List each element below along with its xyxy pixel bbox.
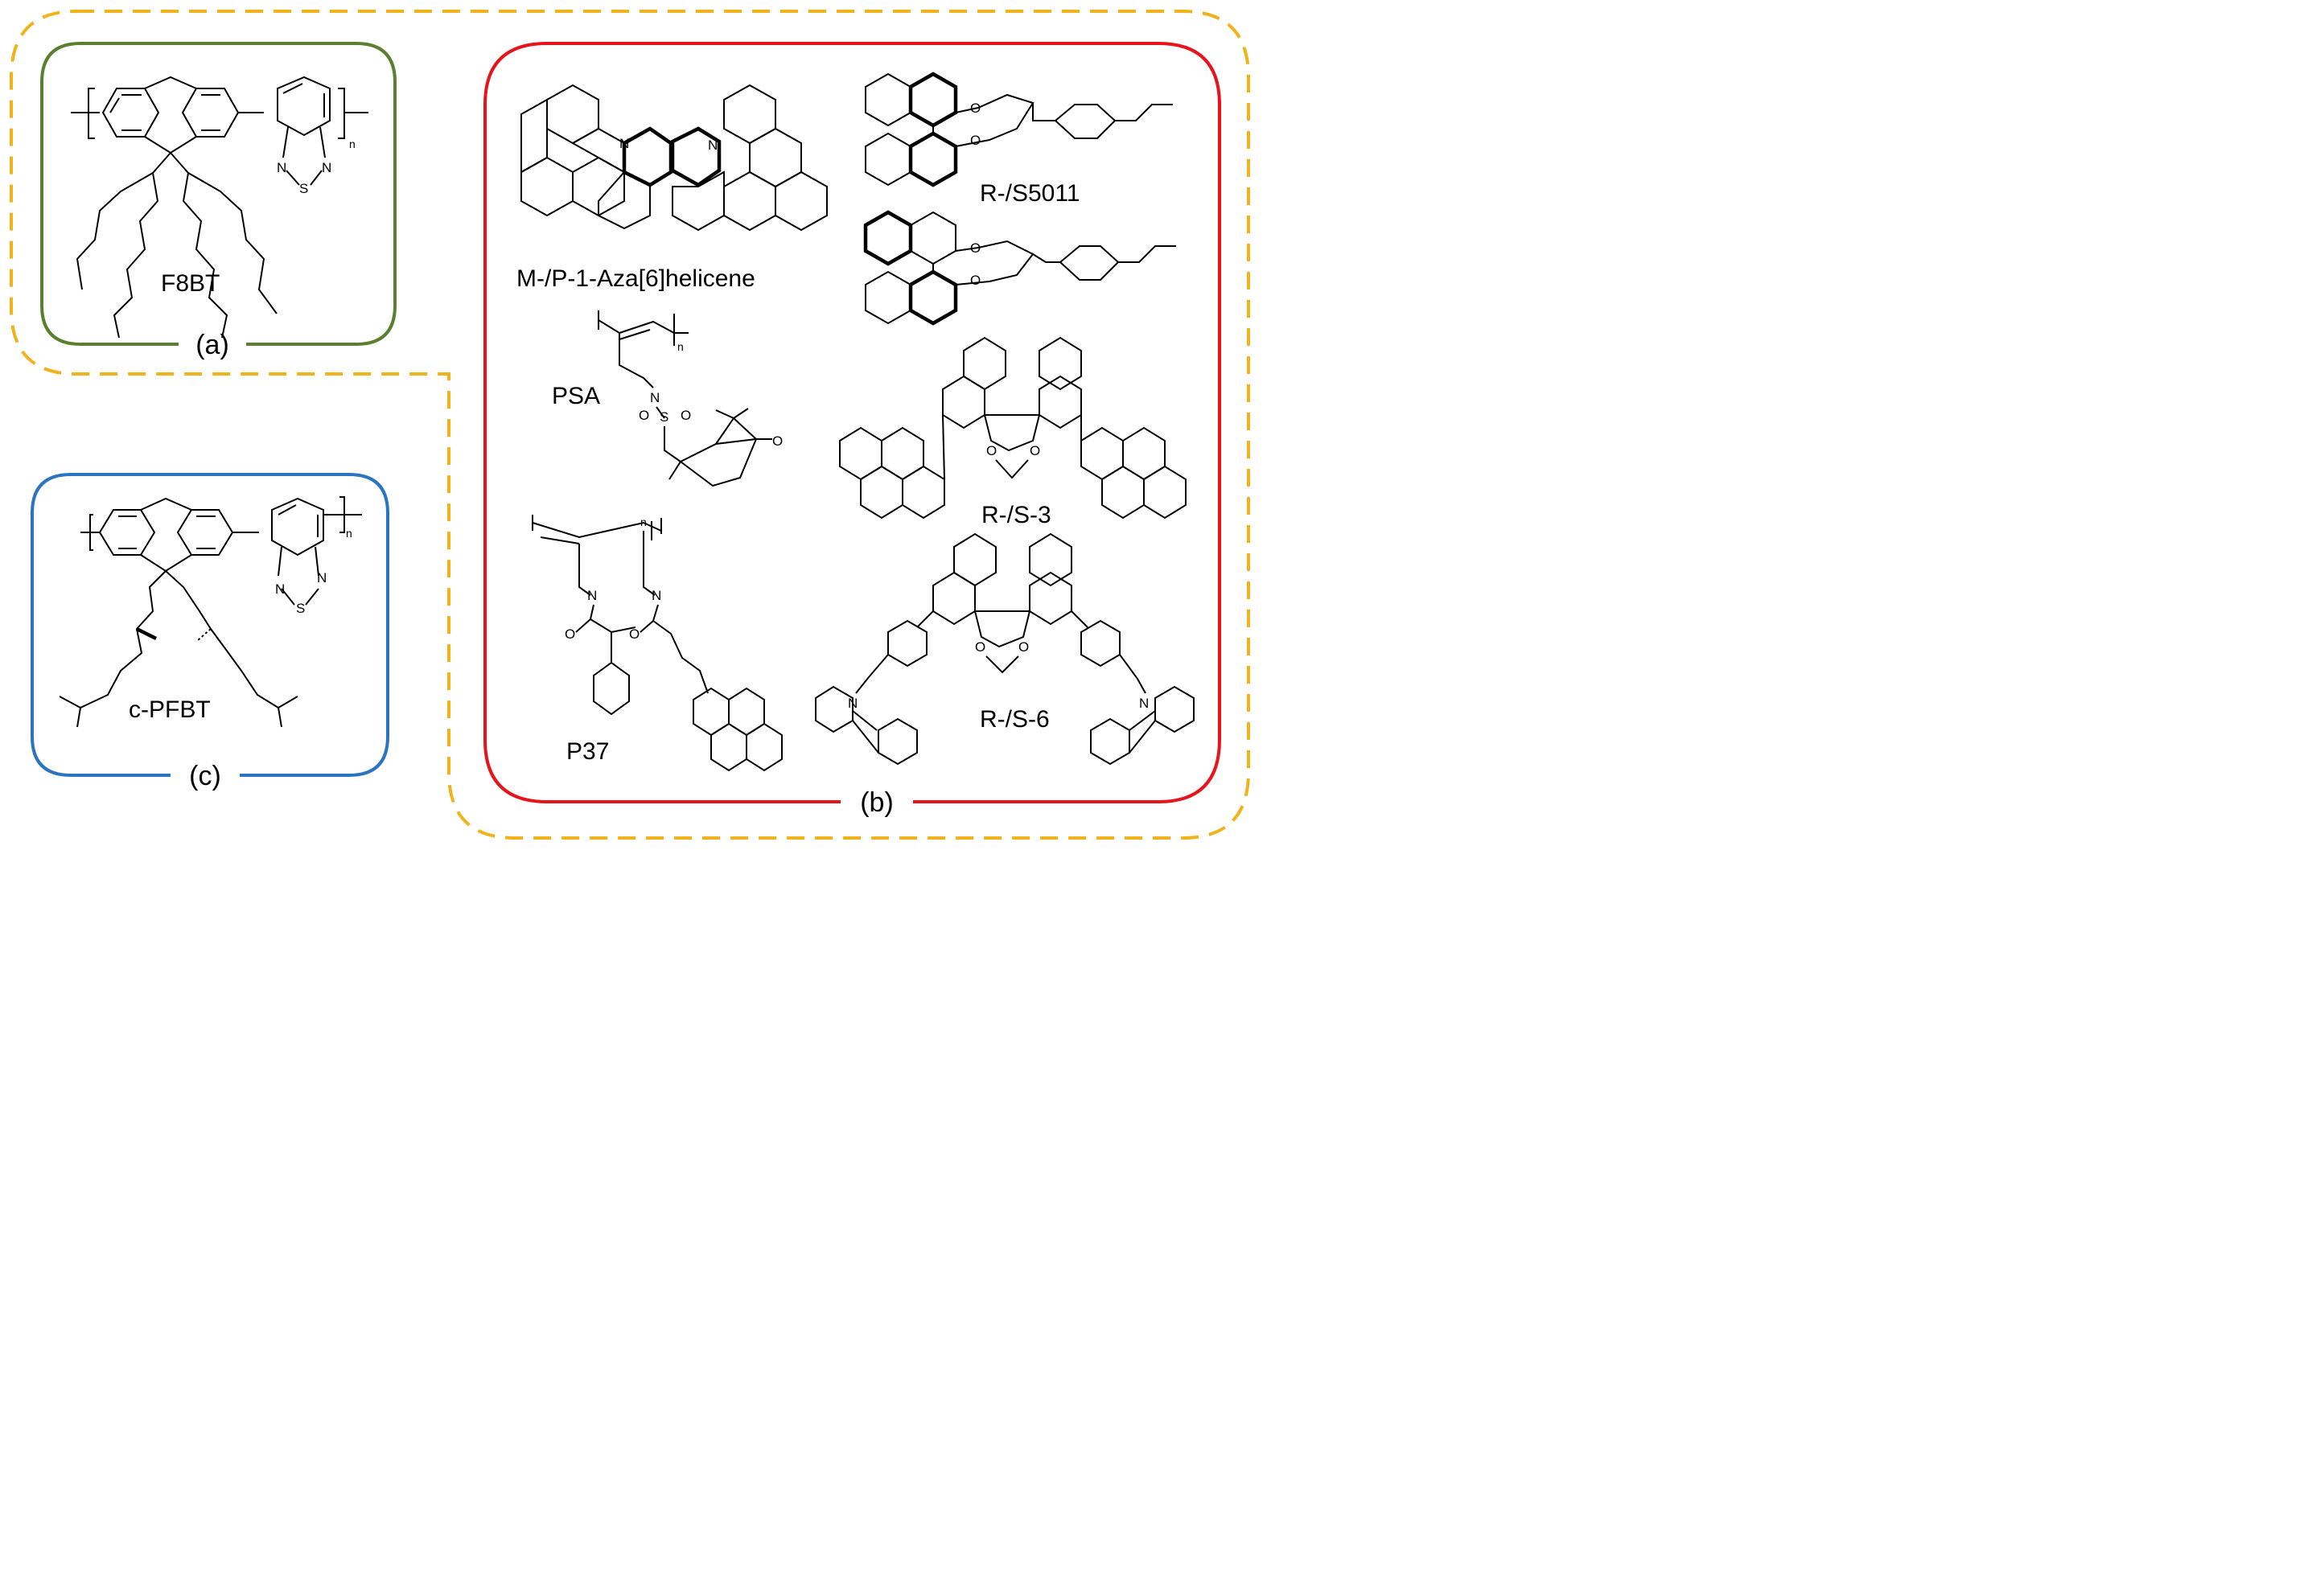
- atom-o: O: [970, 133, 981, 148]
- c-pfbt-structure: n N N S c-PFBT: [59, 496, 362, 728]
- compound-name-s3: R-/S-3: [981, 502, 1051, 528]
- repeat-n: n: [677, 340, 684, 353]
- atom-n: N: [708, 138, 718, 153]
- atom-o: O: [1018, 639, 1029, 655]
- panel-b-label: (b): [860, 787, 894, 818]
- p37-structure: n N N O O P37: [532, 515, 783, 772]
- compound-name-s5011: R-/S5011: [980, 180, 1080, 207]
- compound-name-aza-helicene: M-/P-1-Aza[6]helicene: [516, 265, 755, 292]
- atom-n: N: [277, 160, 286, 175]
- figure-canvas: (a) (b) (c) N N S n F8BT: [10, 10, 1250, 840]
- atom-s: S: [296, 601, 305, 616]
- atom-o: O: [986, 443, 997, 458]
- atom-n: N: [619, 136, 629, 151]
- compound-name-c-pfbt: c-PFBT: [129, 696, 211, 723]
- atom-o: O: [565, 626, 575, 642]
- repeat-n: n: [349, 138, 356, 150]
- atom-o: O: [639, 408, 649, 423]
- atom-s: S: [299, 181, 308, 196]
- panel-a-frame: [40, 42, 397, 346]
- s5011-structure: O O R-/S5011 O O: [863, 72, 1176, 326]
- f8bt-structure: N N S n F8BT: [71, 76, 368, 339]
- atom-o: O: [970, 240, 981, 256]
- atom-o: O: [629, 626, 640, 642]
- atom-n: N: [652, 588, 661, 603]
- compound-name-s6: R-/S-6: [980, 706, 1050, 733]
- atom-o: O: [970, 273, 981, 288]
- atom-s: S: [660, 409, 668, 425]
- atom-n: N: [650, 390, 660, 405]
- atom-o: O: [975, 639, 985, 655]
- repeat-n: n: [640, 515, 647, 528]
- atom-n: N: [275, 581, 285, 597]
- compound-name-psa: PSA: [552, 383, 600, 409]
- atom-o: O: [681, 408, 691, 423]
- psa-structure: n N O S O O PSA: [552, 310, 783, 487]
- outer-dashed-frame: [10, 10, 1250, 840]
- atom-n: N: [1139, 696, 1149, 711]
- panel-c-frame: [31, 473, 389, 777]
- atom-n: N: [317, 570, 327, 585]
- panel-a-label: (a): [195, 330, 229, 360]
- aza-helicene-structure: N N M-/P-1-Aza[6]helicene: [516, 84, 828, 292]
- panel-b-frame: [483, 42, 1221, 803]
- atom-o: O: [772, 433, 783, 449]
- atom-o: O: [970, 101, 981, 116]
- atom-o: O: [1030, 443, 1040, 458]
- atom-n: N: [587, 588, 597, 603]
- repeat-n: n: [346, 527, 352, 540]
- s3-structure: O O R-/S-3: [839, 336, 1187, 528]
- compound-name-p37: P37: [566, 738, 609, 765]
- s6-structure: O O N N R-/S-6: [815, 532, 1195, 766]
- panel-c-label: (c): [189, 761, 221, 791]
- compound-name-f8bt: F8BT: [161, 270, 220, 297]
- atom-n: N: [322, 160, 331, 175]
